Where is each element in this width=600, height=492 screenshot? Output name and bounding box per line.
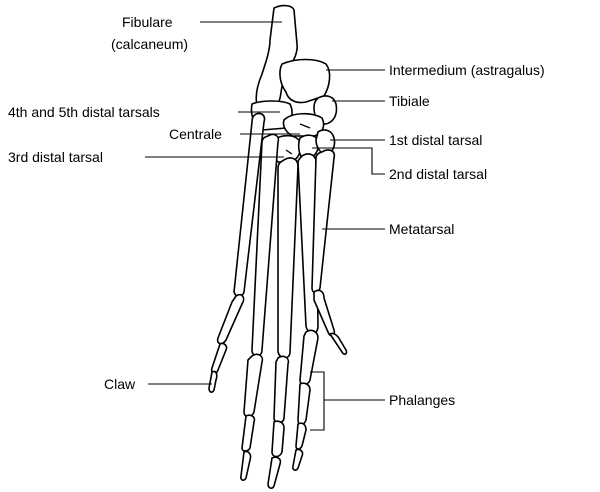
intermedium-bone: [279, 58, 331, 104]
phalanges-bracket: [310, 371, 385, 431]
label-metatarsal: Metatarsal: [389, 221, 454, 237]
leader-lines: [145, 21, 385, 431]
fibulare-bone: [255, 4, 298, 109]
claw-4: [240, 450, 252, 481]
phalanx-5-1: [216, 293, 245, 345]
phalanx-3-1: [273, 355, 290, 424]
labels: Fibulare (calcaneum) Intermedium (astrag…: [8, 14, 545, 408]
phalanx-2-2: [297, 382, 311, 426]
claw-3: [267, 456, 282, 489]
phalanx-2-3: [295, 422, 307, 450]
claw-2: [292, 448, 304, 471]
label-second-distal-tarsal: 2nd distal tarsal: [389, 166, 487, 182]
metatarsal-1: [311, 149, 336, 294]
claw-5: [208, 370, 218, 393]
label-calcaneum: (calcaneum): [111, 36, 188, 52]
label-first-distal-tarsal: 1st distal tarsal: [389, 132, 482, 148]
second-distal-tarsal-bone: [297, 134, 320, 159]
phalanx-5-2: [210, 342, 228, 375]
phalanx-bones: [208, 289, 348, 489]
label-tibiale: Tibiale: [389, 93, 430, 109]
metatarsal-bones: [233, 112, 336, 359]
phalanx-3-2: [271, 420, 285, 458]
phalanx-2-1: [299, 329, 319, 386]
label-claw: Claw: [104, 376, 136, 392]
phalanx-1-1: [313, 289, 336, 337]
label-intermedium: Intermedium (astragalus): [389, 62, 545, 78]
claw-1: [329, 332, 348, 355]
phalanx-4-1: [243, 353, 264, 418]
tarsal-bones: [250, 4, 338, 163]
label-distal-tarsals-4-5: 4th and 5th distal tarsals: [8, 104, 160, 120]
label-centrale: Centrale: [169, 126, 222, 142]
phalanx-4-2: [241, 414, 256, 452]
second-distal-tarsal-leader: [312, 147, 385, 175]
metatarsal-3: [277, 157, 299, 359]
label-fibulare: Fibulare: [122, 14, 173, 30]
label-third-distal-tarsal: 3rd distal tarsal: [8, 149, 103, 165]
label-phalanges: Phalanges: [389, 392, 455, 408]
